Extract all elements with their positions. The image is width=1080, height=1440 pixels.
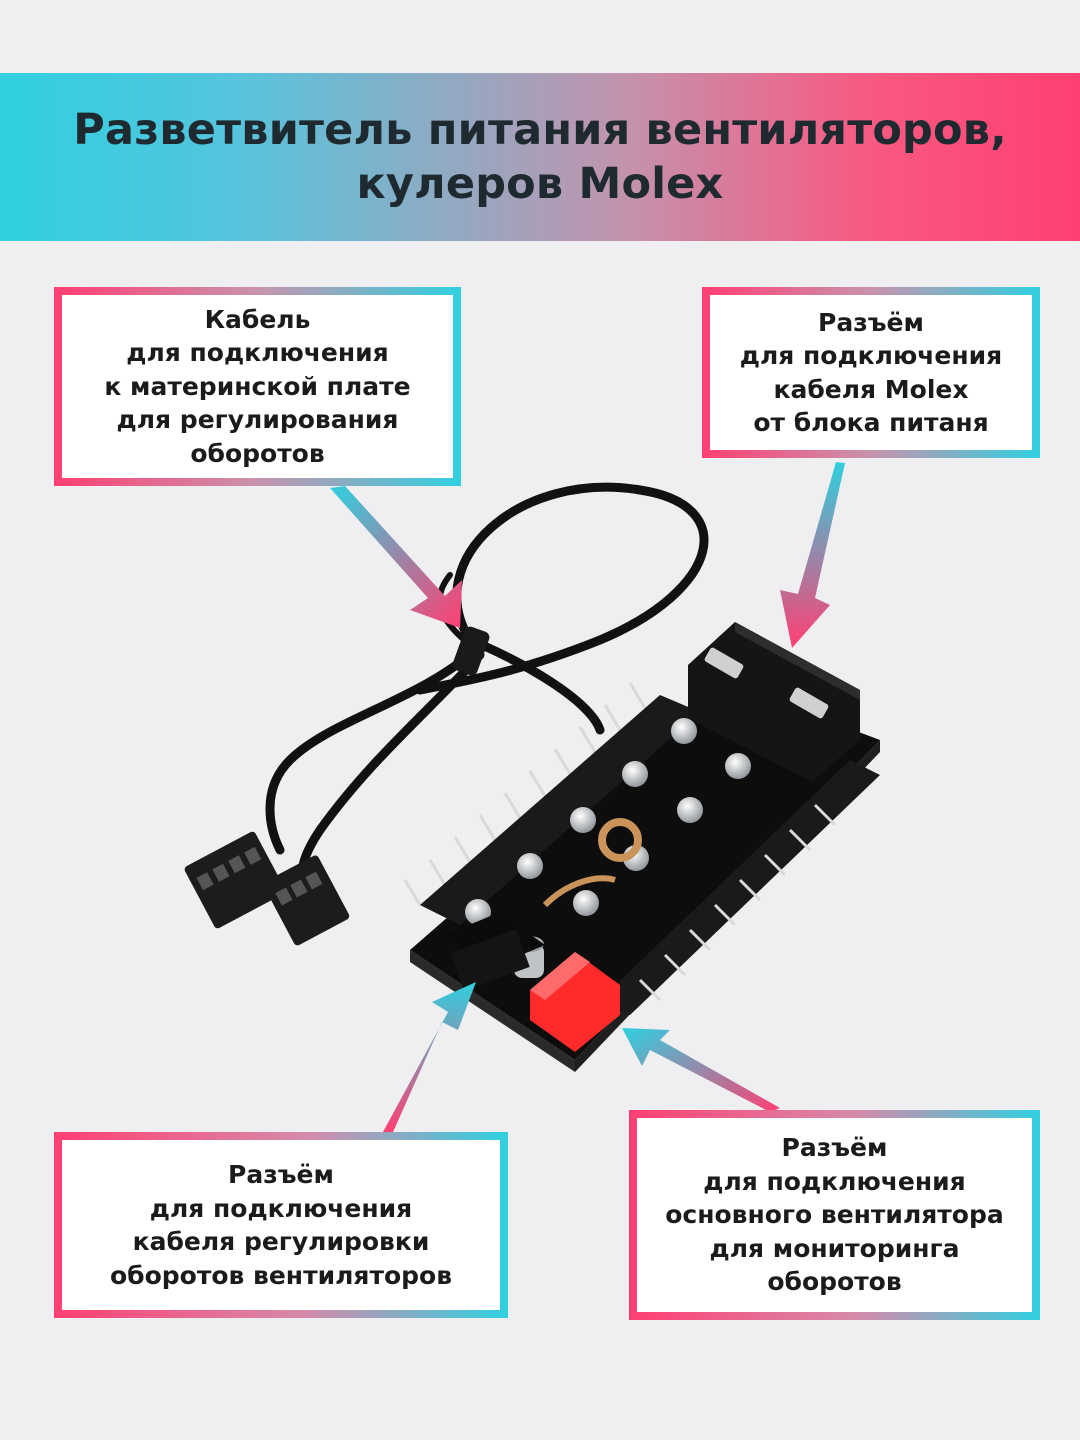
arrow-main-fan: [622, 1028, 780, 1112]
callout-control-line-2: для подключения: [149, 1193, 413, 1223]
control-connector: [445, 912, 545, 991]
callout-cable-line-5: оборотов: [190, 438, 325, 468]
callout-cable-line-1: Кабель: [204, 304, 311, 334]
callout-main-fan: Разъём для подключения основного вентиля…: [629, 1110, 1040, 1320]
callout-molex-line-4: от блока питаня: [753, 408, 989, 437]
arrow-control: [383, 982, 476, 1132]
callout-cable: Кабель для подключения к материнской пла…: [54, 287, 461, 486]
fan-plug-4pin: [184, 831, 286, 929]
arrow-molex: [780, 462, 845, 648]
title-line-1: Разветвитель питания вентиляторов,: [73, 105, 1007, 155]
main-fan-connector-red: [530, 952, 620, 1052]
callout-main-fan-line-1: Разъём: [781, 1133, 888, 1163]
title-banner: Разветвитель питания вентиляторов, кулер…: [0, 73, 1080, 241]
callout-main-fan-line-4: для мониторинга: [709, 1233, 960, 1263]
callout-molex-line-3: кабеля Molex: [773, 374, 969, 404]
callout-control-line-4: оборотов вентиляторов: [109, 1260, 453, 1290]
callout-control-line-3: кабеля регулировки: [132, 1227, 430, 1256]
callout-cable-line-2: для подключения: [126, 338, 389, 368]
title-line-2: кулеров Molex: [356, 159, 724, 209]
callout-control-line-1: Разъём: [228, 1160, 334, 1189]
molex-connector: [688, 622, 860, 782]
callout-cable-line-3: к материнской плате: [104, 371, 411, 401]
callout-molex-line-2: для подключения: [739, 341, 1003, 370]
callout-main-fan-line-5: оборотов: [767, 1267, 902, 1297]
callout-main-fan-line-3: основного вентилятора: [665, 1200, 1004, 1230]
callout-control: Разъём для подключения кабеля регулировк…: [54, 1132, 508, 1318]
fan-plug-3pin: [263, 855, 350, 946]
callout-cable-line-4: для регулирования: [116, 405, 399, 435]
callout-molex-line-1: Разъём: [818, 307, 924, 337]
arrow-cable: [330, 486, 462, 628]
callout-main-fan-line-2: для подключения: [703, 1166, 966, 1196]
callout-molex: Разъём для подключения кабеля Molex от б…: [702, 287, 1040, 458]
